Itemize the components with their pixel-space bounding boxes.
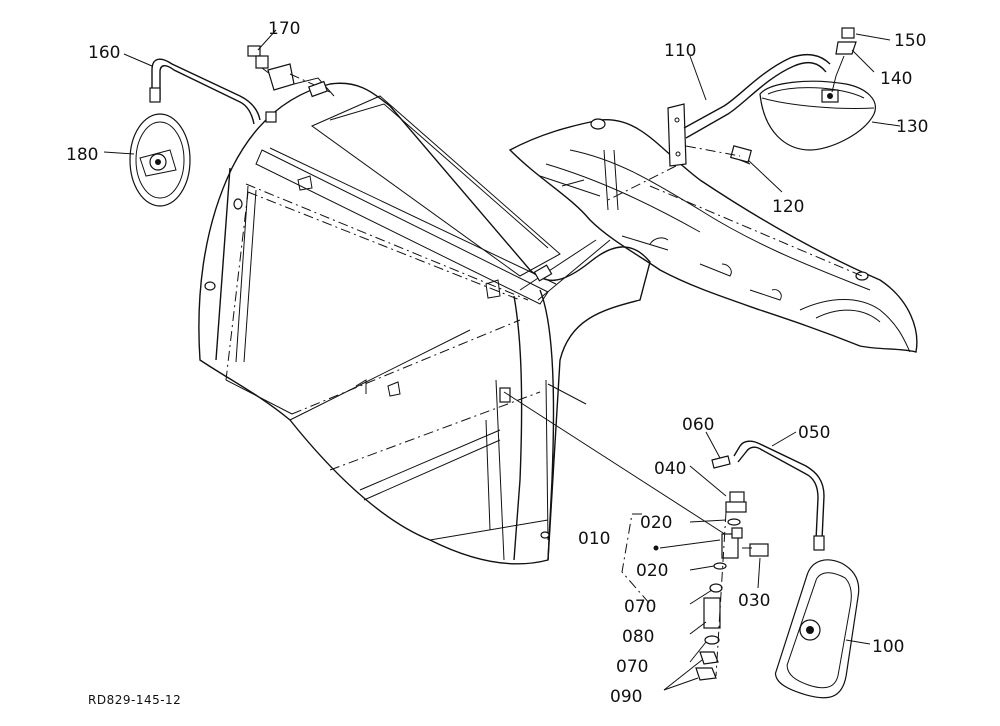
callout-180: 180	[66, 145, 98, 165]
callout-040: 040	[654, 459, 686, 479]
callout-020-upper: 020	[640, 513, 672, 533]
callout-140: 140	[880, 69, 912, 89]
callout-100: 100	[872, 637, 904, 657]
right-mirror-assembly	[607, 27, 876, 277]
callout-080: 080	[622, 627, 654, 647]
drawing-code: RD829-145-12	[88, 693, 182, 707]
callout-120: 120	[772, 197, 804, 217]
callout-020-lower: 020	[636, 561, 668, 581]
cab-frame	[198, 82, 651, 565]
callout-050: 050	[798, 423, 830, 443]
callout-090: 090	[610, 687, 642, 707]
lower-mirror-assembly	[503, 383, 860, 699]
rear-fender	[508, 118, 918, 353]
callout-110: 110	[664, 41, 696, 61]
callout-060: 060	[682, 415, 714, 435]
left-mirror-assembly	[129, 45, 335, 207]
callout-070-lower: 070	[616, 657, 648, 677]
callout-030: 030	[738, 591, 770, 611]
callout-130: 130	[896, 117, 928, 137]
leader-lines	[103, 29, 901, 691]
callout-070-upper: 070	[624, 597, 656, 617]
callout-170: 170	[268, 19, 300, 39]
callout-010: 010	[578, 529, 610, 549]
callout-labels: 160 170 180 110 150 140 130 120 060 050 …	[66, 19, 928, 707]
callout-160: 160	[88, 43, 120, 63]
callout-150: 150	[894, 31, 926, 51]
